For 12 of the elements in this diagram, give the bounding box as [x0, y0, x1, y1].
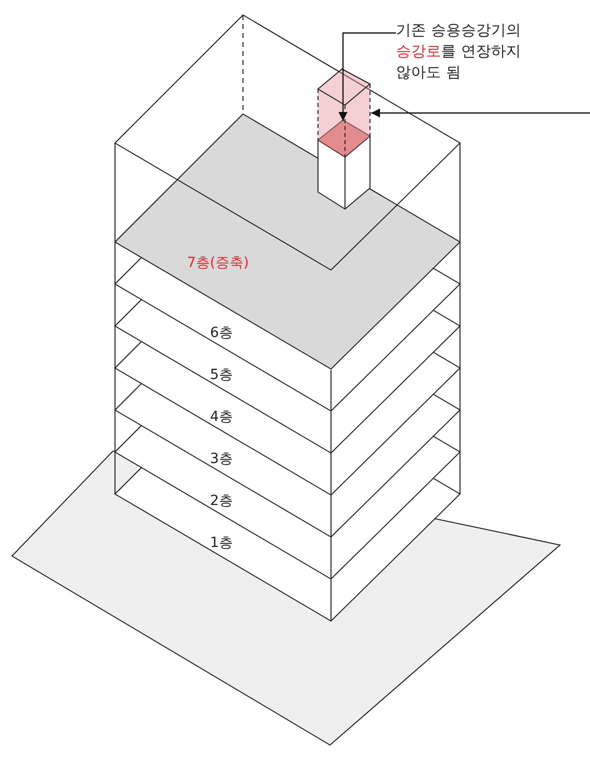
annotation-text: 기존 승용승강기의 승강로를 연장하지 않아도 됨: [396, 20, 546, 83]
arrow: [371, 108, 590, 118]
leader-line: [338, 32, 396, 121]
floor-label: 5층: [210, 366, 233, 384]
floor-label: 2층: [210, 492, 233, 510]
floor-label: 6층: [210, 324, 233, 342]
floor-label: 4층: [210, 408, 233, 426]
floor-label: 7층(증축): [187, 254, 249, 272]
floor-label: 3층: [210, 450, 233, 468]
floor-label: 1층: [210, 534, 233, 552]
elevator-shaft-extension: [317, 68, 371, 158]
elevator-shaft: [317, 119, 371, 210]
